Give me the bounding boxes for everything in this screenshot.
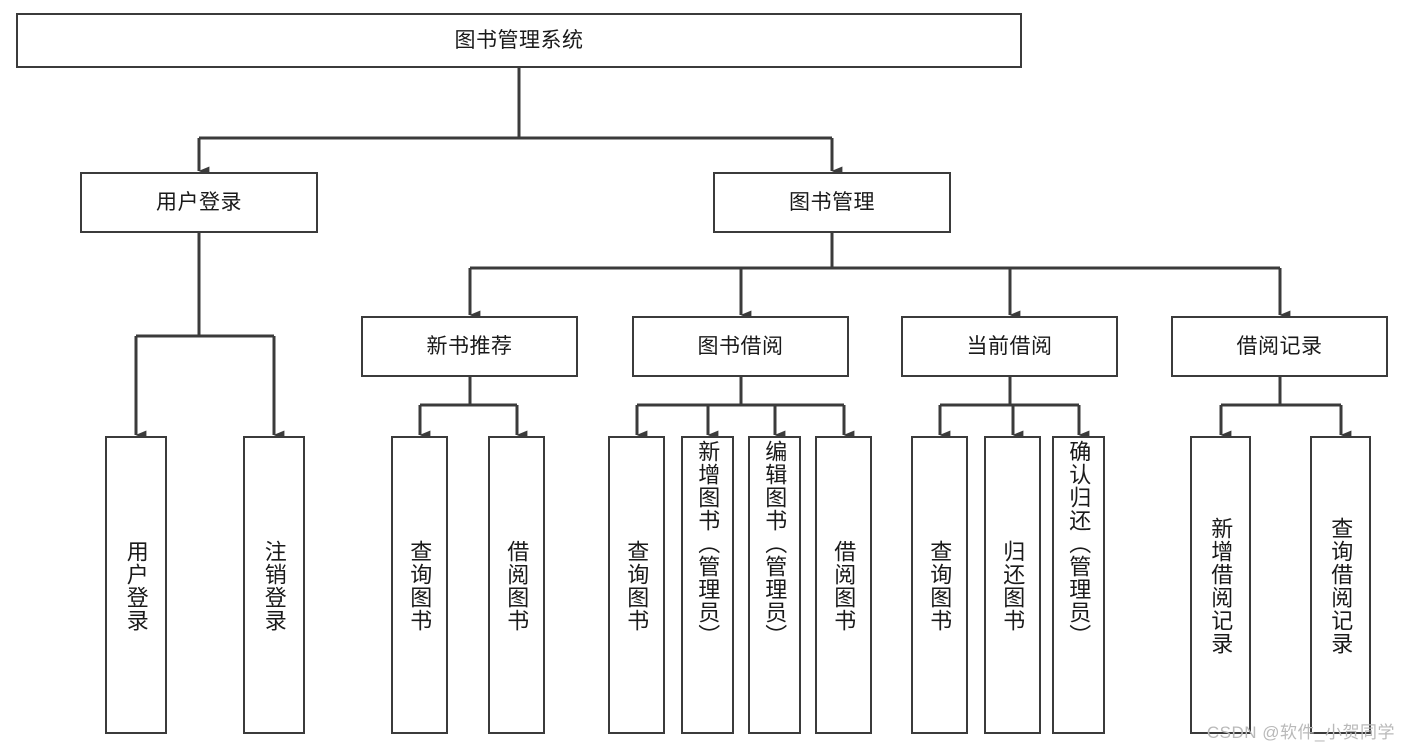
- node-label: 查询图书: [407, 540, 433, 632]
- node-label: 用户登录: [123, 540, 149, 632]
- node-book-borrow[interactable]: 图书借阅: [632, 316, 849, 377]
- node-borrow-record[interactable]: 借阅记录: [1171, 316, 1388, 377]
- node-leaf-edit-book-admin[interactable]: 编辑图书（管理员）: [748, 436, 801, 734]
- node-leaf-query-borrow-record[interactable]: 查询借阅记录: [1310, 436, 1371, 734]
- node-label: 编辑图书（管理员）: [762, 440, 788, 647]
- watermark-text: CSDN @软件_小贺同学: [1206, 723, 1395, 742]
- node-label: 查询图书: [624, 540, 650, 632]
- node-label: 新增借阅记录: [1208, 517, 1234, 655]
- node-leaf-borrow-book-1[interactable]: 借阅图书: [488, 436, 545, 734]
- node-label: 用户登录: [156, 190, 242, 214]
- node-label: 新书推荐: [426, 334, 513, 358]
- node-label: 注销登录: [261, 540, 287, 632]
- node-label: 借阅图书: [831, 540, 857, 632]
- node-leaf-logout-login[interactable]: 注销登录: [243, 436, 305, 734]
- node-leaf-add-book-admin[interactable]: 新增图书（管理员）: [681, 436, 734, 734]
- node-new-book-recommend[interactable]: 新书推荐: [361, 316, 578, 377]
- node-book-manage[interactable]: 图书管理: [713, 172, 951, 233]
- node-leaf-query-book-2[interactable]: 查询图书: [608, 436, 665, 734]
- node-leaf-return-book[interactable]: 归还图书: [984, 436, 1041, 734]
- node-current-borrow[interactable]: 当前借阅: [901, 316, 1118, 377]
- node-label: 查询图书: [927, 540, 953, 632]
- node-leaf-user-login[interactable]: 用户登录: [105, 436, 167, 734]
- node-leaf-confirm-return-admin[interactable]: 确认归还（管理员）: [1052, 436, 1105, 734]
- node-label: 查询借阅记录: [1328, 517, 1354, 655]
- node-leaf-add-borrow-record[interactable]: 新增借阅记录: [1190, 436, 1251, 734]
- node-leaf-query-book-3[interactable]: 查询图书: [911, 436, 968, 734]
- edge-layer: [134, 68, 1352, 440]
- node-label: 当前借阅: [966, 334, 1053, 358]
- node-leaf-borrow-book-2[interactable]: 借阅图书: [815, 436, 872, 734]
- node-label: 确认归还（管理员）: [1066, 440, 1092, 647]
- node-leaf-query-book-1[interactable]: 查询图书: [391, 436, 448, 734]
- node-label: 图书管理: [789, 190, 875, 214]
- node-label: 借阅图书: [504, 540, 530, 632]
- node-root[interactable]: 图书管理系统: [16, 13, 1022, 68]
- node-label: 图书管理系统: [454, 28, 584, 52]
- node-label: 新增图书（管理员）: [695, 440, 721, 647]
- node-label: 借阅记录: [1236, 334, 1323, 358]
- node-label: 归还图书: [1000, 540, 1026, 632]
- node-user-login[interactable]: 用户登录: [80, 172, 318, 233]
- node-label: 图书借阅: [697, 334, 784, 358]
